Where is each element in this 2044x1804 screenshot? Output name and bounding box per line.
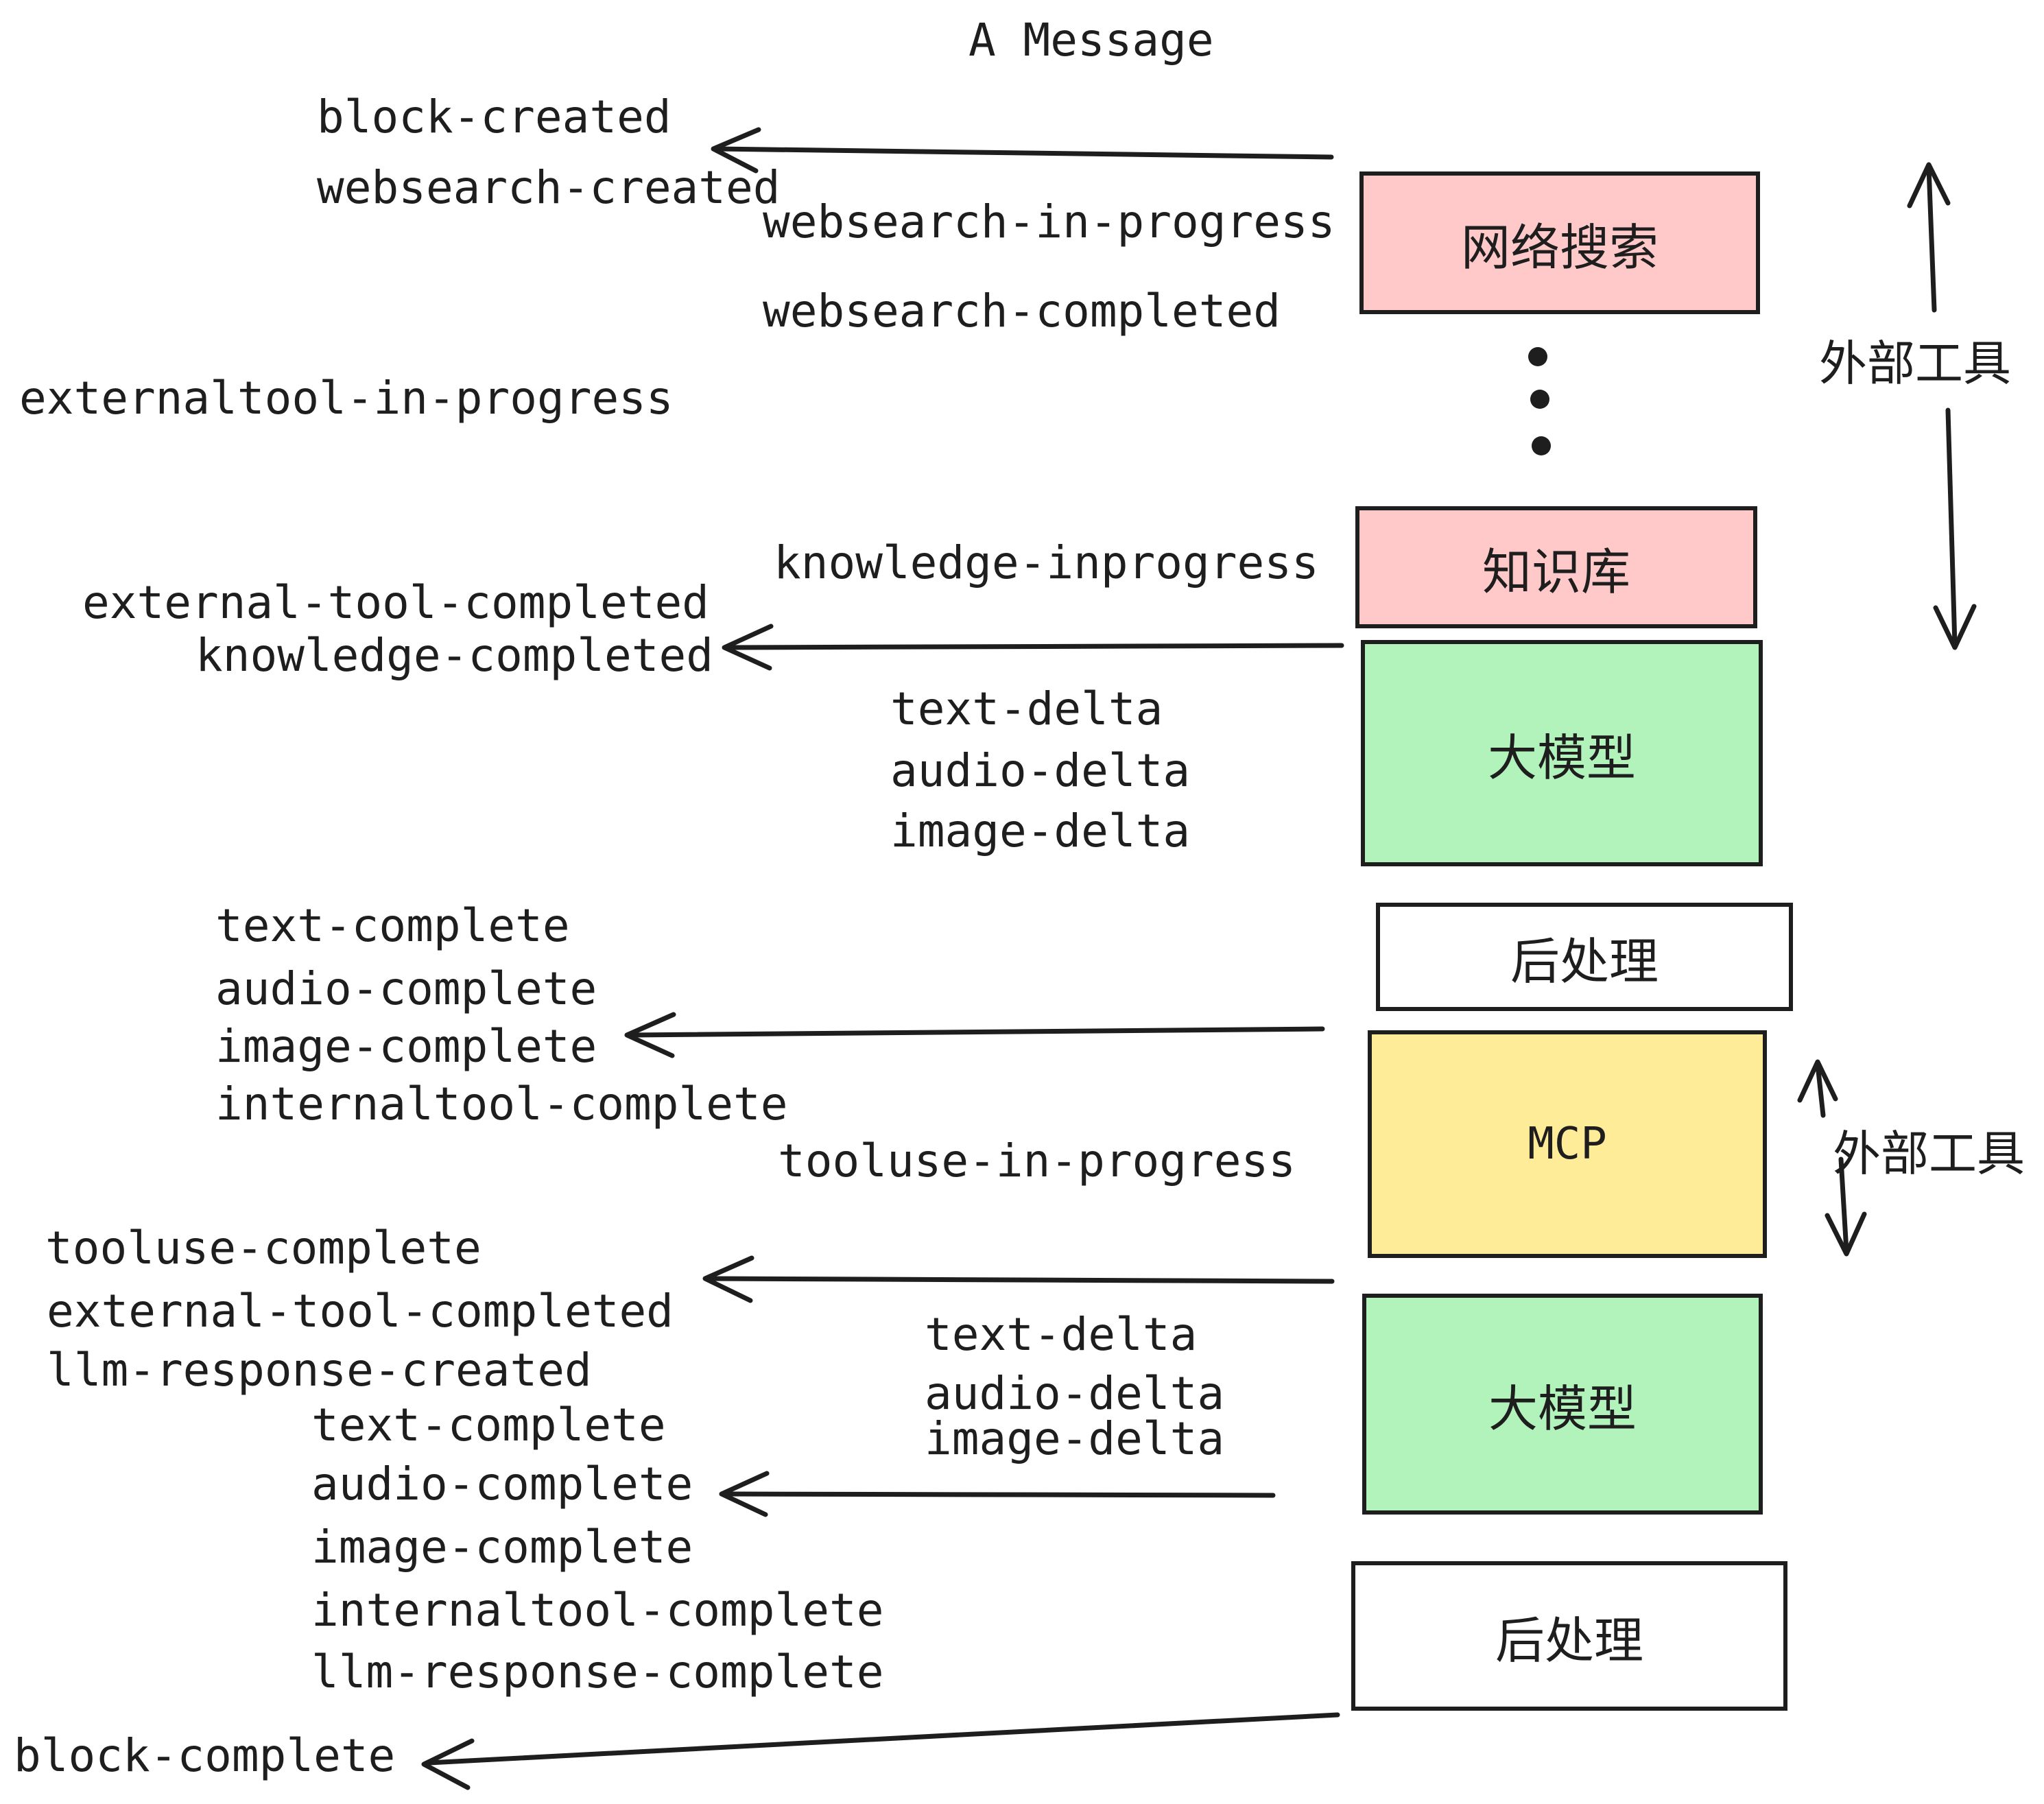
node-postprocess-2: 后处理 xyxy=(1351,1561,1787,1711)
side-label-external-tools-1: 外部工具 xyxy=(1819,335,2011,392)
arrow-to-audio-complete xyxy=(719,1471,1276,1517)
node-postprocess-1-label: 后处理 xyxy=(1510,932,1659,990)
ellipsis-dots-icon xyxy=(1528,347,1551,455)
event-tooluse-complete: tooluse-complete xyxy=(45,1222,482,1274)
event-block-complete: block-complete xyxy=(14,1729,396,1782)
event-external-tool-completed-2: external-tool-completed xyxy=(47,1285,674,1338)
event-image-complete-1: image-complete xyxy=(215,1020,597,1073)
node-llm-2-label: 大模型 xyxy=(1488,1379,1637,1438)
arrow-external-tools-2-up xyxy=(1797,1059,1838,1118)
event-internaltool-complete-2: internaltool-complete xyxy=(311,1584,884,1637)
event-text-complete-1: text-complete xyxy=(215,899,570,952)
event-websearch-created: websearch-created xyxy=(317,161,781,214)
diagram-title: A Message xyxy=(968,14,1214,67)
event-externaltool-in-progress: externaltool-in-progress xyxy=(19,372,674,425)
arrow-to-block-created xyxy=(711,127,1334,174)
arrow-to-knowledge-completed xyxy=(722,624,1344,671)
event-text-complete-2: text-complete xyxy=(311,1399,666,1451)
event-image-complete-2: image-complete xyxy=(311,1521,693,1574)
event-text-delta-2: text-delta xyxy=(925,1308,1198,1361)
event-tooluse-in-progress: tooluse-in-progress xyxy=(778,1135,1296,1187)
event-image-delta-1: image-delta xyxy=(890,805,1191,857)
node-knowledge-label: 知识库 xyxy=(1482,543,1630,601)
node-websearch-label: 网络搜索 xyxy=(1460,218,1659,276)
node-llm-2: 大模型 xyxy=(1362,1294,1763,1515)
node-postprocess-2-label: 后处理 xyxy=(1495,1611,1643,1670)
node-postprocess-1: 后处理 xyxy=(1376,903,1793,1011)
event-knowledge-completed: knowledge-completed xyxy=(195,629,713,682)
node-mcp-label: MCP xyxy=(1528,1119,1607,1170)
node-websearch: 网络搜索 xyxy=(1359,171,1760,314)
event-websearch-completed: websearch-completed xyxy=(763,285,1281,337)
event-audio-delta-1: audio-delta xyxy=(890,744,1191,797)
node-mcp: MCP xyxy=(1368,1030,1767,1258)
event-audio-delta-2: audio-delta xyxy=(925,1367,1225,1420)
arrow-external-tools-1-down xyxy=(1933,407,1977,650)
arrow-to-tooluse-complete xyxy=(702,1255,1335,1303)
event-knowledge-inprogress: knowledge-inprogress xyxy=(774,536,1319,589)
node-llm-1: 大模型 xyxy=(1361,640,1763,866)
event-external-tool-completed-1: external-tool-completed xyxy=(82,576,709,629)
arrow-to-block-complete xyxy=(421,1712,1340,1790)
event-audio-complete-2: audio-complete xyxy=(311,1458,693,1510)
event-websearch-in-progress: websearch-in-progress xyxy=(763,195,1335,248)
arrow-external-tools-1-up xyxy=(1907,162,1951,313)
arrow-to-image-complete xyxy=(624,1012,1325,1058)
node-llm-1-label: 大模型 xyxy=(1487,728,1636,787)
event-block-created: block-created xyxy=(317,91,672,143)
event-internaltool-complete-1: internaltool-complete xyxy=(215,1078,788,1130)
node-knowledge: 知识库 xyxy=(1355,506,1757,628)
event-audio-complete-1: audio-complete xyxy=(215,962,597,1015)
event-llm-response-created: llm-response-created xyxy=(47,1344,592,1397)
event-llm-response-complete: llm-response-complete xyxy=(311,1646,884,1698)
event-image-delta-2: image-delta xyxy=(925,1412,1225,1465)
side-label-external-tools-2: 外部工具 xyxy=(1833,1126,2025,1182)
event-text-delta-1: text-delta xyxy=(890,683,1163,735)
